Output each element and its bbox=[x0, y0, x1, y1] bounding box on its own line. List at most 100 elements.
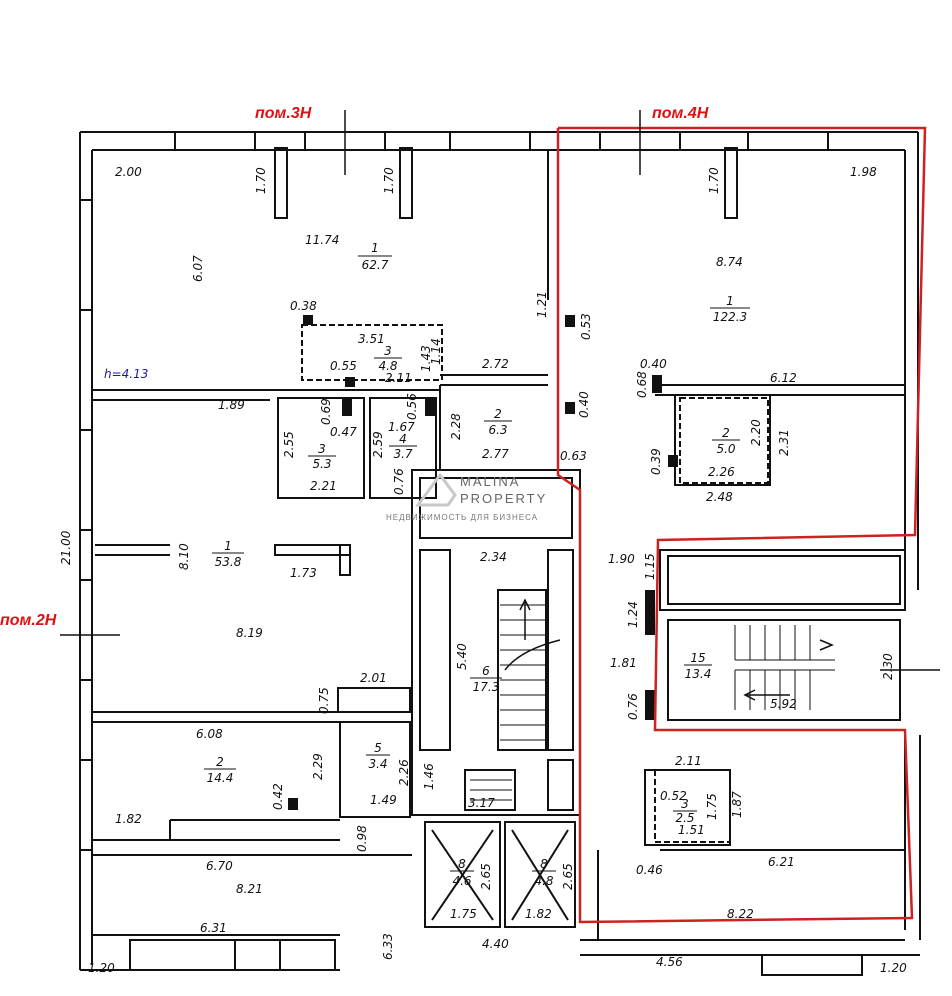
dim: 0.42 bbox=[271, 783, 285, 810]
axis-lines bbox=[60, 110, 940, 671]
room-label: 26.3 bbox=[484, 407, 512, 437]
dim: 0.52 bbox=[660, 789, 687, 803]
dim: 0.69 bbox=[319, 398, 333, 425]
dim: 2.48 bbox=[706, 490, 733, 504]
room-label: 617.3 bbox=[470, 664, 502, 694]
svg-text:14.4: 14.4 bbox=[207, 771, 234, 785]
dim: 1.70 bbox=[254, 167, 268, 194]
svg-text:4.8: 4.8 bbox=[378, 359, 397, 373]
dim: 2.01 bbox=[360, 671, 387, 685]
dim: 0.76 bbox=[392, 468, 406, 495]
dim: 1.51 bbox=[678, 823, 705, 837]
dim: 8.22 bbox=[727, 907, 754, 921]
dim: 6.07 bbox=[191, 255, 205, 282]
dim: 1.21 bbox=[535, 291, 549, 318]
dim: 6.31 bbox=[200, 921, 227, 935]
premises-4n-tag: пом.4Н bbox=[652, 105, 709, 122]
dim: 0.53 bbox=[579, 313, 593, 340]
svg-text:13.4: 13.4 bbox=[685, 667, 712, 681]
room-label: 25.0 bbox=[712, 426, 740, 456]
dim: 8.19 bbox=[236, 626, 263, 640]
dim: 2.59 bbox=[371, 431, 385, 458]
dim: 2.65 bbox=[479, 863, 493, 890]
dim: 1.43 bbox=[419, 345, 433, 372]
dim: 1.46 bbox=[422, 763, 436, 790]
dim: 1.20 bbox=[88, 961, 115, 975]
columns bbox=[288, 315, 678, 810]
room-label: 43.7 bbox=[389, 432, 417, 461]
dim: 2.29 bbox=[311, 753, 325, 780]
dim: 6.70 bbox=[206, 859, 233, 873]
room-label: 153.8 bbox=[212, 539, 244, 569]
dim: 1.75 bbox=[705, 793, 719, 820]
walls bbox=[79, 131, 921, 976]
dim: 1.98 bbox=[850, 165, 877, 179]
dim: 8.21 bbox=[236, 882, 263, 896]
watermark: MALINA PROPERTY НЕДВИЖИМОСТЬ ДЛЯ БИЗНЕСА bbox=[386, 472, 545, 522]
dim: 6.12 bbox=[770, 371, 797, 385]
dimension-labels: 2.00 1.70 1.70 1.70 1.98 11.74 6.07 8.74… bbox=[59, 165, 907, 975]
dim: 2.21 bbox=[310, 479, 337, 493]
room-label: 34.8 bbox=[374, 344, 402, 373]
svg-text:4.8: 4.8 bbox=[534, 874, 553, 888]
dim: 4.40 bbox=[482, 937, 509, 951]
dim: 21.00 bbox=[59, 530, 73, 565]
dim: 0.76 bbox=[626, 693, 640, 720]
svg-text:17.3: 17.3 bbox=[473, 680, 500, 694]
dim: 1.81 bbox=[610, 656, 637, 670]
dim: 0.55 bbox=[330, 359, 357, 373]
dim: 2.77 bbox=[482, 447, 509, 461]
dim: 11.74 bbox=[305, 233, 339, 247]
room-label: 35.3 bbox=[308, 442, 336, 471]
dim: 1.20 bbox=[880, 961, 907, 975]
dim: 2.65 bbox=[561, 863, 575, 890]
dim: 8.74 bbox=[716, 255, 743, 269]
dim: 3.51 bbox=[358, 332, 385, 346]
dim: 6.33 bbox=[381, 933, 395, 960]
dim: 2.30 bbox=[881, 653, 895, 680]
svg-text:53.8: 53.8 bbox=[215, 555, 242, 569]
dim: 2.55 bbox=[282, 431, 296, 458]
dim: 2.00 bbox=[115, 165, 142, 179]
dim: 1.15 bbox=[643, 553, 657, 580]
dim: 1.67 bbox=[388, 420, 415, 434]
dim: 0.46 bbox=[636, 863, 663, 877]
dim: 0.63 bbox=[560, 449, 587, 463]
dim: 0.56 bbox=[405, 393, 419, 420]
premises-3n-tag: пом.3Н bbox=[255, 105, 312, 122]
svg-text:5.3: 5.3 bbox=[312, 457, 331, 471]
room-label: 162.7 bbox=[358, 241, 392, 272]
svg-text:4.6: 4.6 bbox=[452, 874, 471, 888]
dim: 1.70 bbox=[707, 167, 721, 194]
svg-text:1: 1 bbox=[726, 294, 734, 308]
dim: 2.31 bbox=[777, 429, 791, 456]
watermark-tagline: НЕДВИЖИМОСТЬ ДЛЯ БИЗНЕСА bbox=[386, 513, 538, 522]
dim: 4.56 bbox=[656, 955, 683, 969]
dim: 0.75 bbox=[317, 687, 331, 714]
svg-text:122.3: 122.3 bbox=[713, 310, 747, 324]
dim: 1.70 bbox=[382, 167, 396, 194]
premises-2n-tag: пом.2Н bbox=[0, 612, 57, 629]
dim: 1.14 bbox=[429, 338, 443, 365]
watermark-brand-top: MALINA bbox=[460, 474, 520, 489]
svg-text:2: 2 bbox=[494, 407, 502, 421]
dim: 1.90 bbox=[608, 552, 635, 566]
dim: 2.34 bbox=[480, 550, 507, 564]
svg-text:1: 1 bbox=[224, 539, 232, 553]
svg-text:3.7: 3.7 bbox=[393, 447, 412, 461]
dim: 8.10 bbox=[177, 543, 191, 570]
dim: 0.47 bbox=[330, 425, 357, 439]
dim: 5.92 bbox=[770, 697, 797, 711]
dim: 1.89 bbox=[218, 398, 245, 412]
dim: 6.21 bbox=[768, 855, 795, 869]
dim: 2.72 bbox=[482, 357, 509, 371]
dim: 1.49 bbox=[370, 793, 397, 807]
svg-text:3: 3 bbox=[384, 344, 392, 358]
dim: 6.08 bbox=[196, 727, 223, 741]
room-label: 214.4 bbox=[204, 755, 236, 785]
dim: 5.40 bbox=[455, 643, 469, 670]
dim: 0.39 bbox=[649, 448, 663, 475]
svg-text:8: 8 bbox=[458, 857, 466, 871]
dim: 1.75 bbox=[450, 907, 477, 921]
dim: 1.82 bbox=[115, 812, 142, 826]
